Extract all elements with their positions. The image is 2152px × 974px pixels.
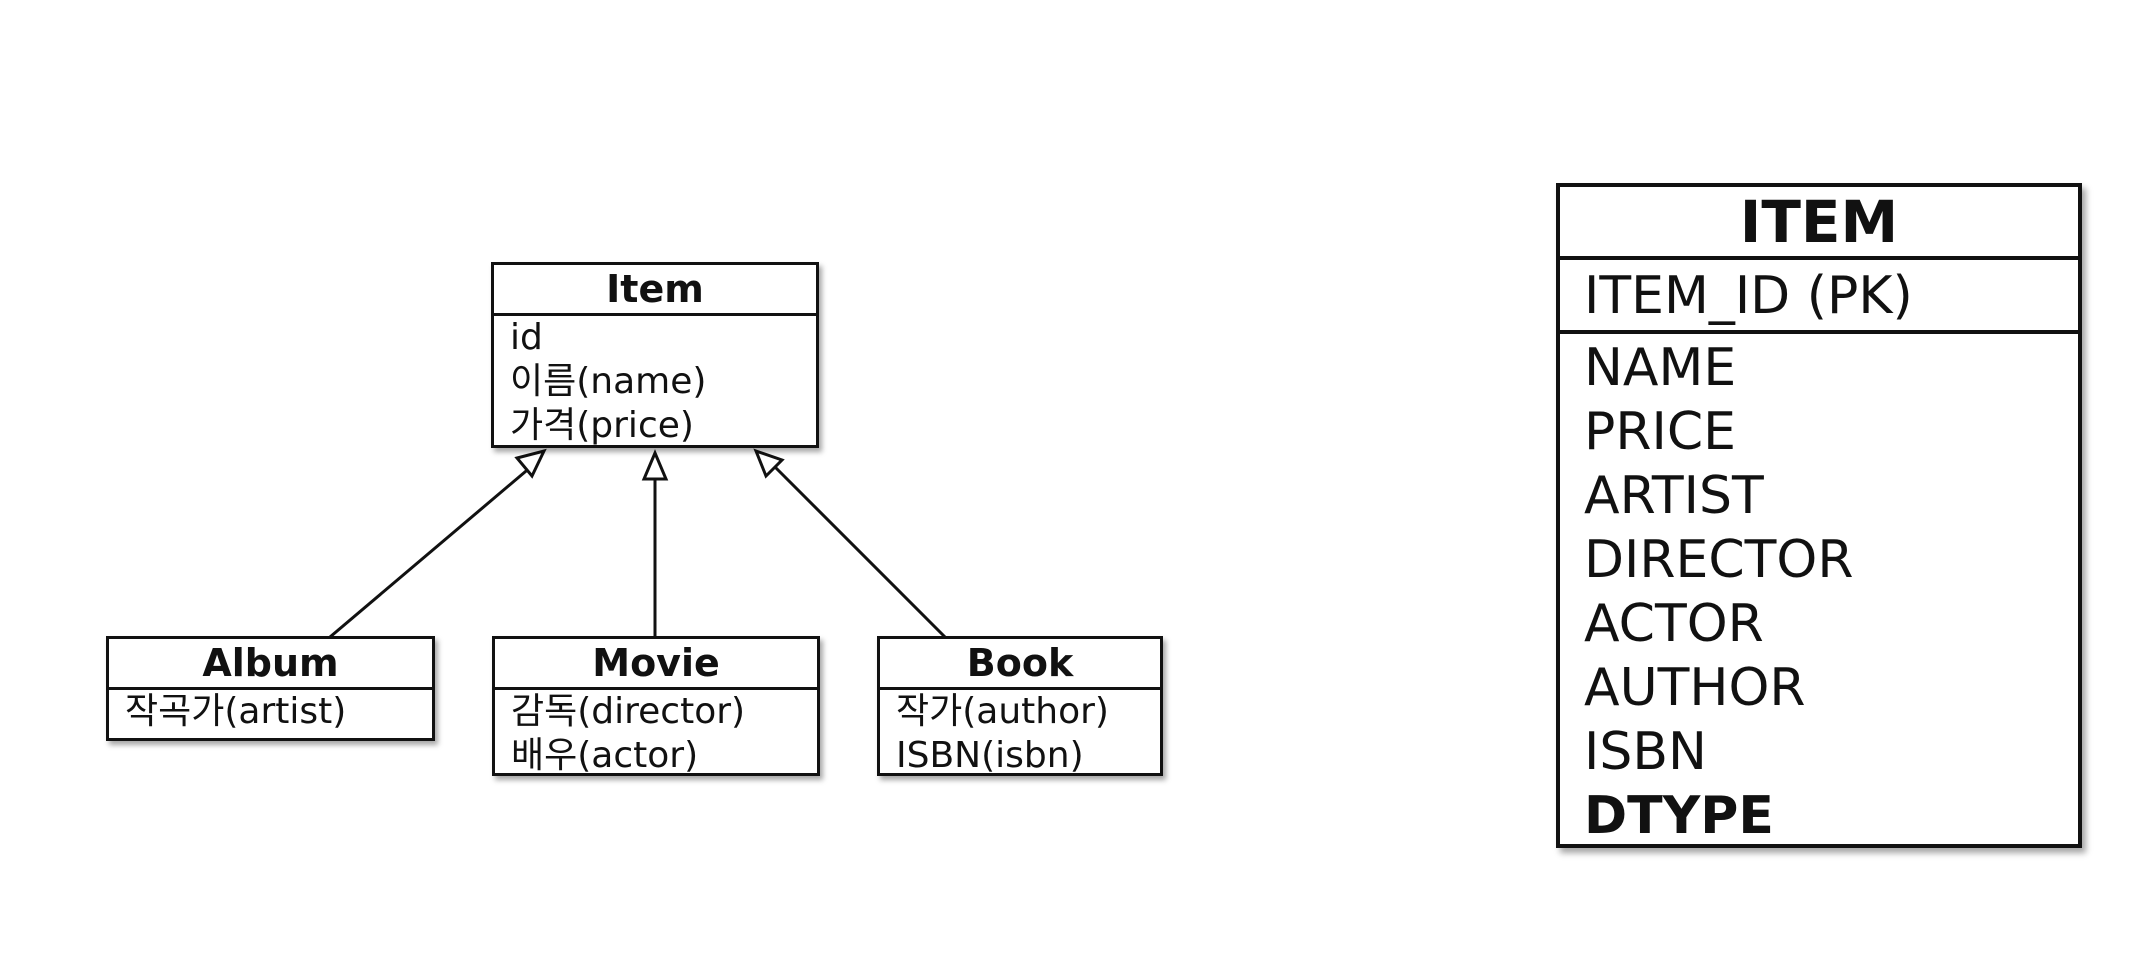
class-box-movie: Movie 감독(director) 배우(actor) — [492, 636, 820, 776]
class-name: Album — [109, 639, 432, 690]
attribute: 작가(author) — [896, 691, 1109, 732]
table-column: ISBN — [1584, 722, 1707, 782]
class-name: Book — [880, 639, 1160, 690]
attribute: 작곡가(artist) — [125, 691, 347, 732]
attribute: id — [510, 317, 543, 358]
attribute-list: 작가(author) ISBN(isbn) — [880, 690, 1160, 778]
attribute: ISBN(isbn) — [896, 735, 1084, 776]
album-to-item-line — [329, 464, 533, 639]
table-column: ACTOR — [1584, 594, 1764, 654]
attribute: 감독(director) — [511, 691, 746, 732]
column-list: NAME PRICE ARTIST DIRECTOR ACTOR AUTHOR … — [1560, 334, 2078, 848]
primary-key-column: ITEM_ID (PK) — [1560, 260, 2078, 334]
class-box-item: Item id 이름(name) 가격(price) — [491, 262, 819, 448]
book-to-item-line — [773, 465, 947, 639]
class-box-album: Album 작곡가(artist) — [106, 636, 435, 741]
attribute-list: id 이름(name) 가격(price) — [494, 316, 816, 448]
table-name: ITEM — [1560, 187, 2078, 260]
discriminator-column: DTYPE — [1584, 786, 1774, 846]
class-name: Item — [494, 265, 816, 316]
table-column: ARTIST — [1584, 466, 1764, 526]
movie-generalization-arrowhead — [641, 449, 669, 481]
attribute: 배우(actor) — [511, 735, 699, 776]
album-generalization-arrowhead — [514, 448, 547, 479]
class-name: Movie — [495, 639, 817, 690]
attribute: 이름(name) — [510, 361, 707, 402]
book-generalization-arrowhead — [753, 448, 785, 479]
attribute-list: 감독(director) 배우(actor) — [495, 690, 817, 778]
attribute-list: 작곡가(artist) — [109, 690, 432, 734]
table-column: NAME — [1584, 338, 1737, 398]
attribute: 가격(price) — [510, 405, 694, 446]
table-column: PRICE — [1584, 402, 1736, 462]
table-column: DIRECTOR — [1584, 530, 1854, 590]
class-box-book: Book 작가(author) ISBN(isbn) — [877, 636, 1163, 776]
table-box-item: ITEM ITEM_ID (PK) NAME PRICE ARTIST DIRE… — [1556, 183, 2082, 848]
table-column: AUTHOR — [1584, 658, 1806, 718]
